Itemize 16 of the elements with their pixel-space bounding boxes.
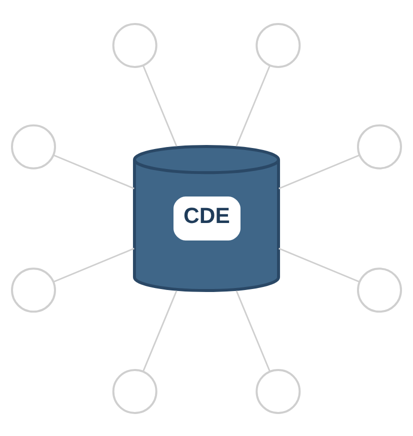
node-circle [256, 368, 301, 414]
connector [53, 154, 134, 189]
connector [236, 64, 271, 146]
connector [236, 290, 271, 372]
node-circle [112, 22, 158, 68]
connector [142, 64, 178, 146]
connector [278, 247, 360, 282]
node-circle [357, 124, 402, 169]
node-circle [357, 267, 402, 312]
connector [142, 290, 178, 372]
connector [278, 154, 360, 189]
node-circle [112, 368, 158, 414]
node-circle [11, 124, 56, 169]
node-circle [11, 267, 56, 312]
node-circle [256, 22, 301, 68]
connector [53, 247, 134, 282]
